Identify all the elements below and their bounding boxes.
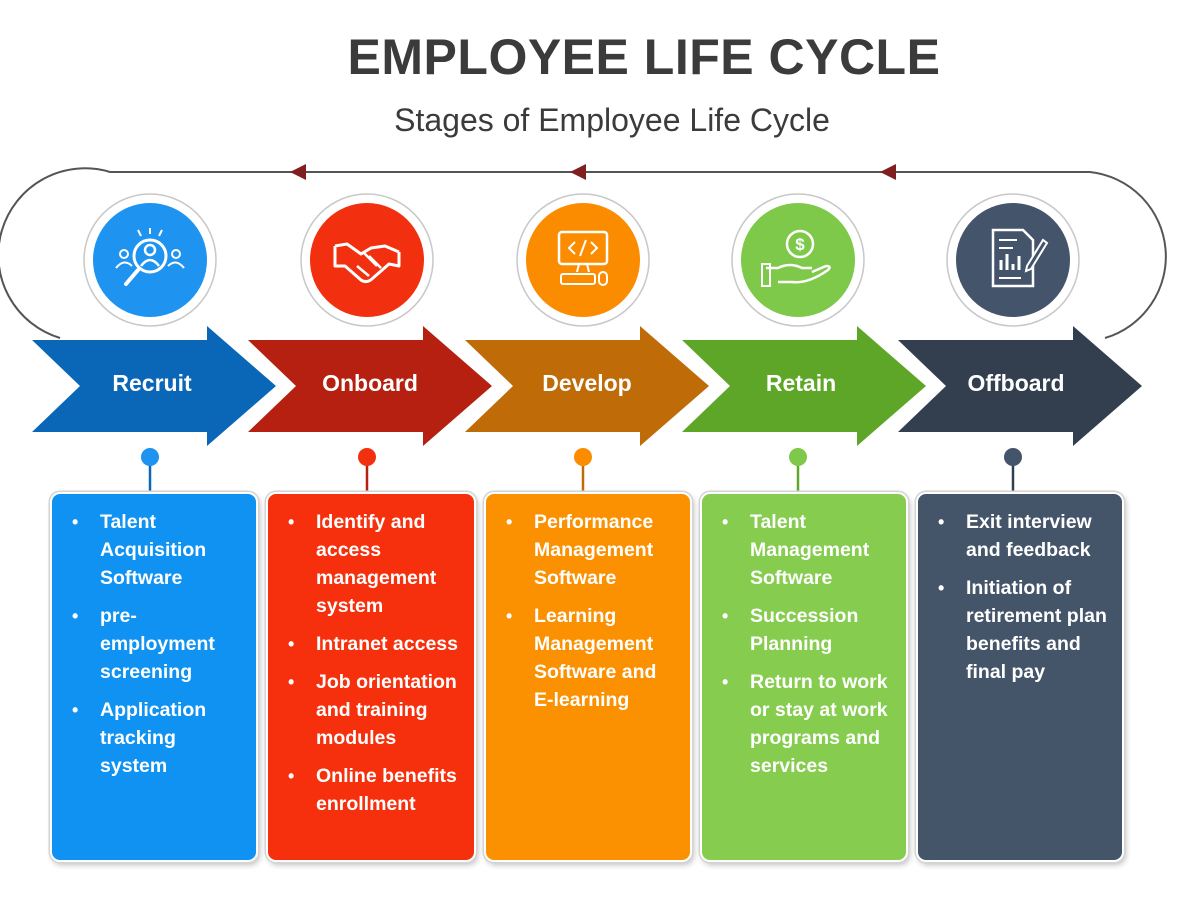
hand-money-icon: $ bbox=[761, 229, 831, 287]
connector-dot bbox=[141, 448, 159, 466]
stage-arrow-onboard bbox=[248, 326, 492, 446]
list-item: Talent Management Software bbox=[714, 508, 896, 592]
document-pen-icon bbox=[991, 228, 1049, 288]
page-subtitle: Stages of Employee Life Cycle bbox=[394, 102, 830, 138]
connector-dot bbox=[358, 448, 376, 466]
list-item: Performance Management Software bbox=[498, 508, 680, 592]
list-item: pre-employment screening bbox=[64, 602, 246, 686]
stage-box-onboard: Identify and access management system In… bbox=[266, 492, 476, 862]
stage-arrow-offboard bbox=[898, 326, 1142, 446]
list-item: Succession Planning bbox=[714, 602, 896, 658]
list-item: Application tracking system bbox=[64, 696, 246, 780]
handshake-icon bbox=[333, 242, 401, 284]
stage-circle bbox=[741, 203, 855, 317]
list-item: Initiation of retirement plan benefits a… bbox=[930, 574, 1112, 686]
svg-text:$: $ bbox=[795, 235, 805, 254]
stage-label-retain: Retain bbox=[765, 370, 837, 396]
stage-label-onboard: Onboard bbox=[322, 370, 418, 396]
connector-dot bbox=[789, 448, 807, 466]
list-item: Talent Acquisition Software bbox=[64, 508, 246, 592]
stage-box-recruit: Talent Acquisition Software pre-employme… bbox=[50, 492, 258, 862]
stage-label-offboard: Offboard bbox=[967, 370, 1065, 396]
list-item: Online benefits enrollment bbox=[280, 762, 464, 818]
recruitment-search-icon bbox=[115, 228, 185, 286]
list-item: Intranet access bbox=[280, 630, 464, 658]
stage-arrow-recruit bbox=[32, 326, 276, 446]
stage-box-retain: Talent Management Software Succession Pl… bbox=[700, 492, 908, 862]
stage-circle bbox=[526, 203, 640, 317]
stage-arrow-retain bbox=[682, 326, 926, 446]
cycle-loop-line bbox=[0, 167, 1167, 339]
stage-box-offboard: Exit interview and feedback Initiation o… bbox=[916, 492, 1124, 862]
connector-dot bbox=[574, 448, 592, 466]
stage-box-develop: Performance Management Software Learning… bbox=[484, 492, 692, 862]
connector-dot bbox=[1004, 448, 1022, 466]
computer-code-icon bbox=[557, 230, 609, 286]
loop-arrowhead bbox=[570, 164, 586, 180]
stage-label-develop: Develop bbox=[542, 370, 632, 396]
list-item: Return to work or stay at work programs … bbox=[714, 668, 896, 780]
stage-arrow-develop bbox=[465, 326, 709, 446]
loop-arrowhead bbox=[290, 164, 306, 180]
loop-arrowhead bbox=[880, 164, 896, 180]
list-item: Job orientation and training modules bbox=[280, 668, 464, 752]
page-title: EMPLOYEE LIFE CYCLE bbox=[347, 29, 941, 85]
stage-label-recruit: Recruit bbox=[112, 370, 192, 396]
stage-circle bbox=[310, 203, 424, 317]
stage-circle bbox=[956, 203, 1070, 317]
list-item: Exit interview and feedback bbox=[930, 508, 1112, 564]
list-item: Learning Management Software and E-learn… bbox=[498, 602, 680, 714]
list-item: Identify and access management system bbox=[280, 508, 464, 620]
